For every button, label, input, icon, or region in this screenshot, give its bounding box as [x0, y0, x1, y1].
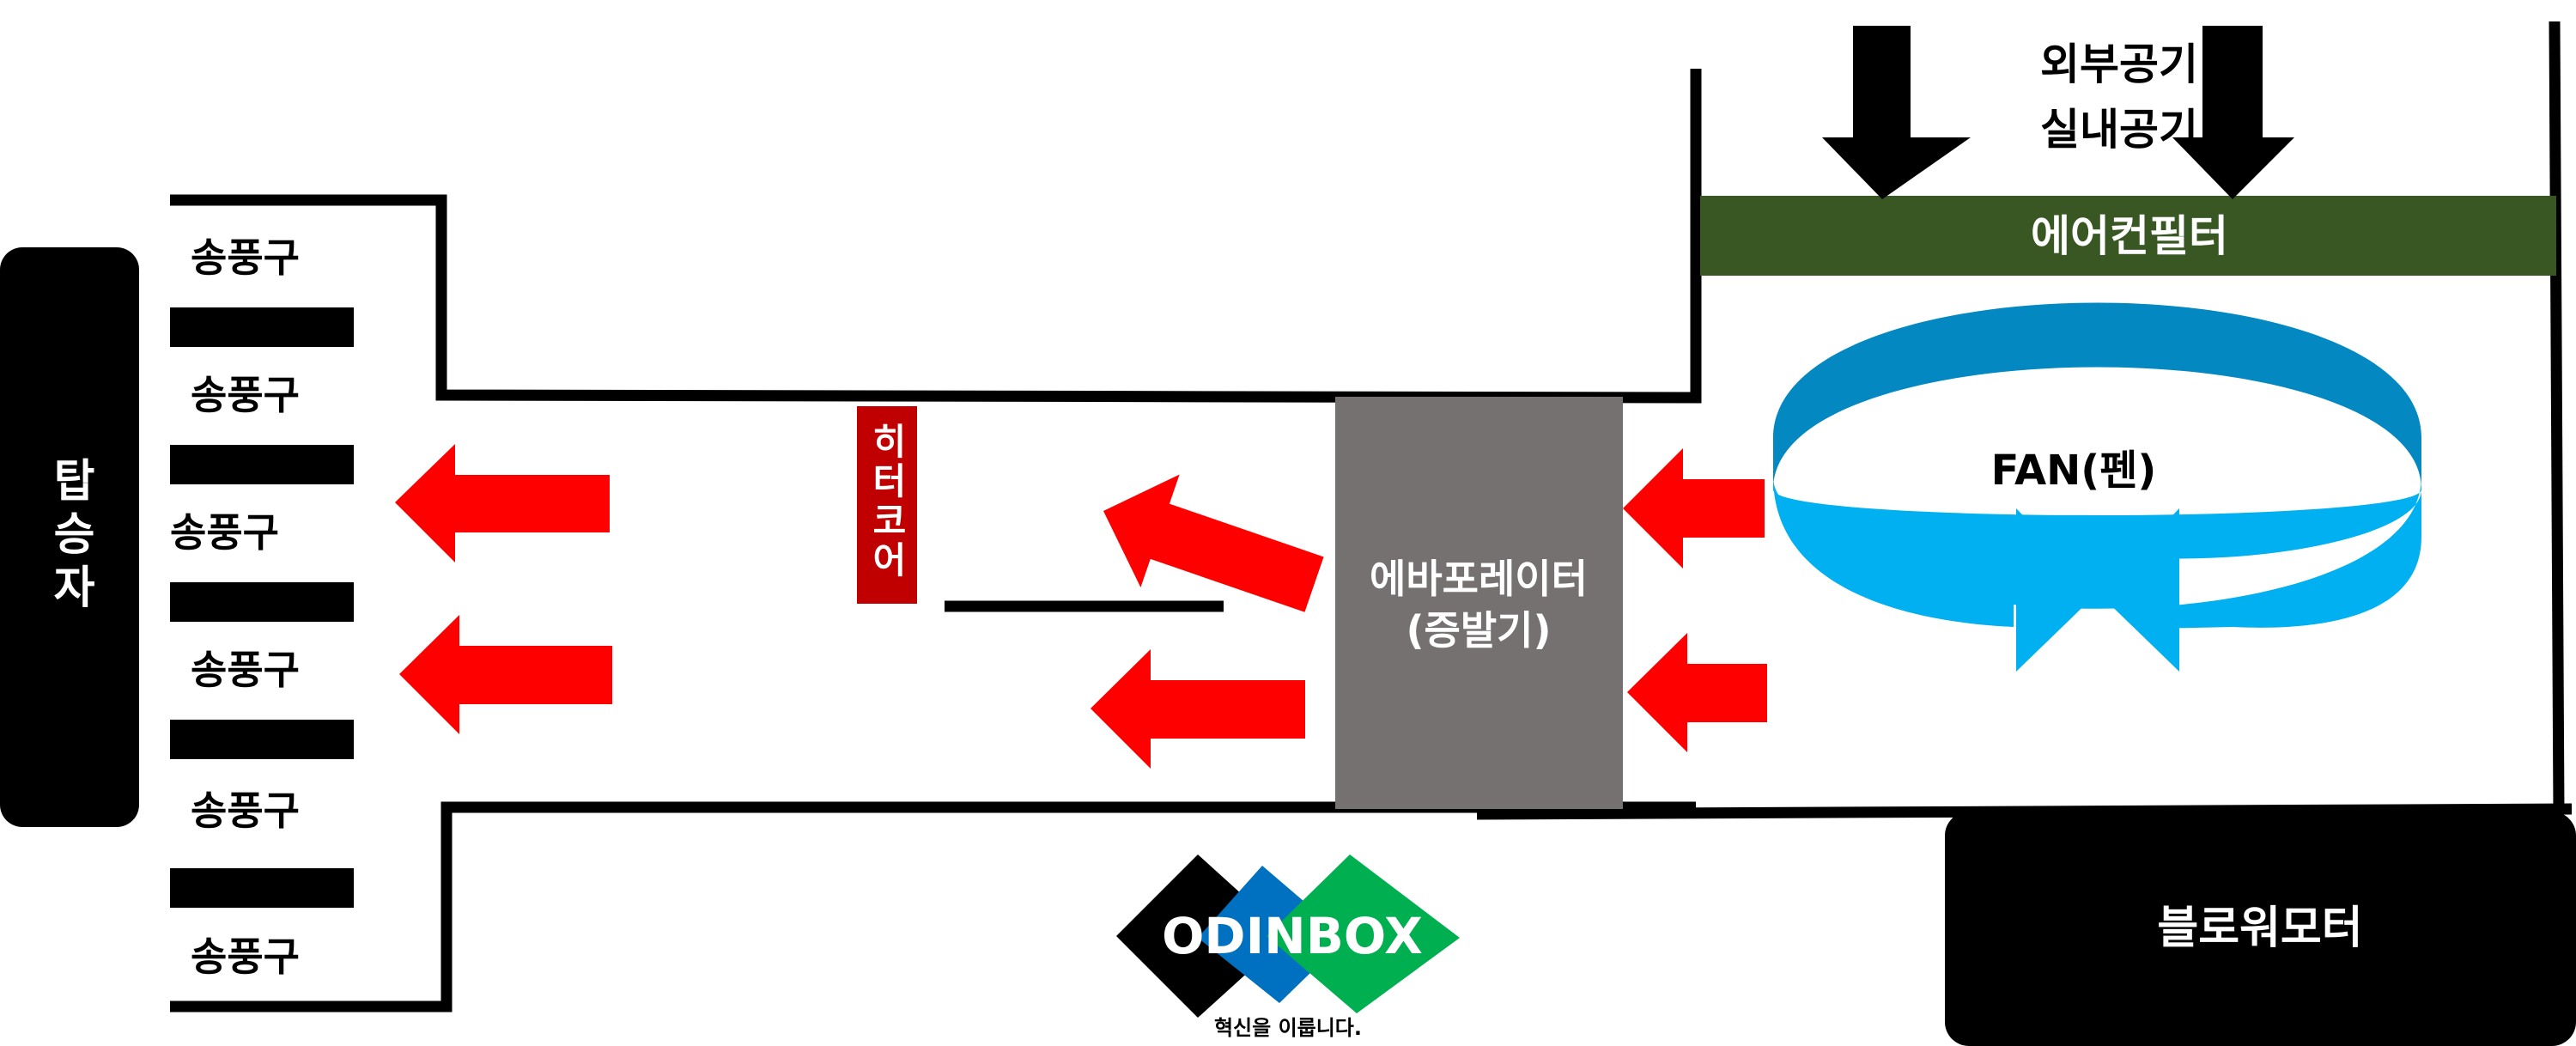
vent-label: 송풍구	[191, 647, 300, 693]
vent-labels: 송풍구 송풍구 송풍구 송풍구 송풍구 송풍구	[170, 234, 300, 980]
fan: FAN(펜)	[1773, 302, 2421, 672]
fan-ring-back	[1773, 302, 2421, 490]
passenger-box: 탑승자	[0, 247, 139, 827]
logo-green-diamond	[1267, 854, 1460, 1013]
logo-tagline: 혁신을 이룹니다.	[1214, 1016, 1362, 1040]
blower-motor-shape	[1945, 812, 2576, 1046]
airflow-arrow	[1627, 633, 1767, 752]
odinbox-logo: ODINBOX 혁신을 이룹니다.	[1116, 854, 1460, 1040]
airflow-arrow	[1091, 649, 1305, 769]
blower-motor-label: 블로워모터	[2157, 903, 2362, 954]
air-filter: 에어컨필터	[1700, 196, 2556, 276]
fan-ring-front-left	[1773, 477, 2014, 627]
fan-arrow-left	[2016, 508, 2098, 672]
heater-core: 히터코어	[857, 406, 917, 604]
passenger-shape	[0, 247, 139, 827]
heater-core-label: 히터코어	[866, 423, 908, 581]
air-filter-label: 에어컨필터	[2031, 211, 2228, 261]
vent-separators	[170, 307, 354, 908]
airflow-arrow	[395, 444, 610, 563]
heater-core-shape	[857, 406, 917, 604]
evaporator: 에바포레이터 (증발기)	[1335, 397, 1623, 809]
vent-label: 송풍구	[191, 372, 300, 418]
evaporator-label-line2: (증발기)	[1406, 607, 1551, 654]
inside-air-label: 실내공기	[2040, 105, 2198, 155]
airflow-arrow-diagonal	[1103, 474, 1324, 612]
blower-motor: 블로워모터	[1945, 812, 2576, 1046]
passenger-label: 탑승자	[44, 457, 95, 617]
vent-label: 송풍구	[191, 788, 300, 834]
intake-arrow-down	[2172, 26, 2294, 199]
duct-upper-wall	[170, 69, 1702, 404]
duct-lower-wall	[170, 801, 1696, 1013]
air-intake: 외부공기 실내공기	[1822, 26, 2294, 199]
vent-label: 송풍구	[191, 234, 300, 281]
fan-label: FAN(펜)	[1991, 447, 2157, 495]
airflow-arrow	[399, 615, 612, 734]
evaporator-label-line1: 에바포레이터	[1370, 556, 1588, 602]
evaporator-shape	[1335, 397, 1623, 809]
duct-right-wall	[2549, 21, 2565, 815]
vent-label: 송풍구	[170, 509, 279, 556]
air-filter-shape	[1700, 196, 2556, 276]
intake-arrow-down	[1822, 26, 1971, 199]
airflow-arrow	[1623, 448, 1765, 569]
outside-air-label: 외부공기	[2040, 40, 2198, 89]
airflow-arrows	[395, 444, 1767, 769]
vent-label: 송풍구	[191, 933, 300, 980]
logo-name: ODINBOX	[1162, 907, 1423, 965]
fan-arrow-right	[2098, 508, 2179, 672]
